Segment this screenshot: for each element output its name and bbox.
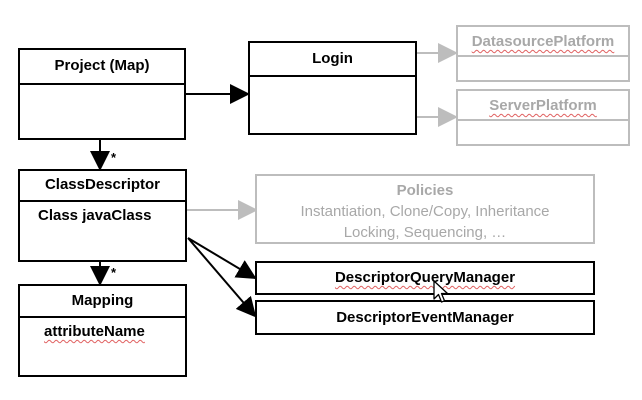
- mapping-attribute: attributeName: [44, 323, 145, 340]
- descriptor-event-manager-class: DescriptorEventManager: [255, 300, 595, 335]
- descriptor-query-manager-title: DescriptorQueryManager: [334, 269, 516, 286]
- policies-box: Policies Instantiation, Clone/Copy, Inhe…: [255, 174, 595, 244]
- login-class: Login: [248, 41, 417, 135]
- descriptor-event-manager-title: DescriptorEventManager: [336, 309, 514, 326]
- policies-title: Policies: [396, 182, 454, 199]
- policies-line-1: Instantiation, Clone/Copy, Inheritance: [300, 203, 550, 220]
- login-title: Login: [312, 50, 353, 67]
- datasource-platform-class: DatasourcePlatform: [456, 25, 630, 82]
- class-descriptor-title: ClassDescriptor: [44, 176, 161, 193]
- datasource-platform-title: DatasourcePlatform: [471, 33, 615, 50]
- multiplicity-project-descriptor: *: [111, 150, 117, 165]
- class-descriptor-divider: [20, 200, 185, 202]
- mapping-class: Mapping attributeName: [18, 284, 187, 377]
- mapping-title: Mapping: [71, 292, 134, 309]
- server-platform-class: ServerPlatform: [456, 89, 630, 146]
- project-map-divider: [20, 83, 184, 85]
- datasource-platform-divider: [458, 55, 628, 57]
- class-descriptor-class: ClassDescriptor Class javaClass: [18, 169, 187, 262]
- class-descriptor-attribute: Class javaClass: [38, 207, 151, 224]
- mouse-pointer-icon: [433, 280, 449, 303]
- server-platform-divider: [458, 119, 628, 121]
- arrow-class-descriptor-to-query-manager: [187, 237, 257, 280]
- server-platform-title: ServerPlatform: [489, 97, 597, 114]
- class-descriptor-attribute-text: Class javaClass: [38, 207, 152, 224]
- mapping-divider: [20, 316, 185, 318]
- descriptor-query-manager-class: DescriptorQueryManager: [255, 261, 595, 295]
- project-map-class: Project (Map): [18, 48, 186, 140]
- arrow-class-descriptor-to-event-manager: [187, 237, 257, 318]
- multiplicity-descriptor-mapping: *: [111, 265, 117, 280]
- login-divider: [250, 75, 415, 77]
- project-map-title: Project (Map): [54, 57, 150, 74]
- policies-line-2: Locking, Sequencing, …: [343, 224, 507, 241]
